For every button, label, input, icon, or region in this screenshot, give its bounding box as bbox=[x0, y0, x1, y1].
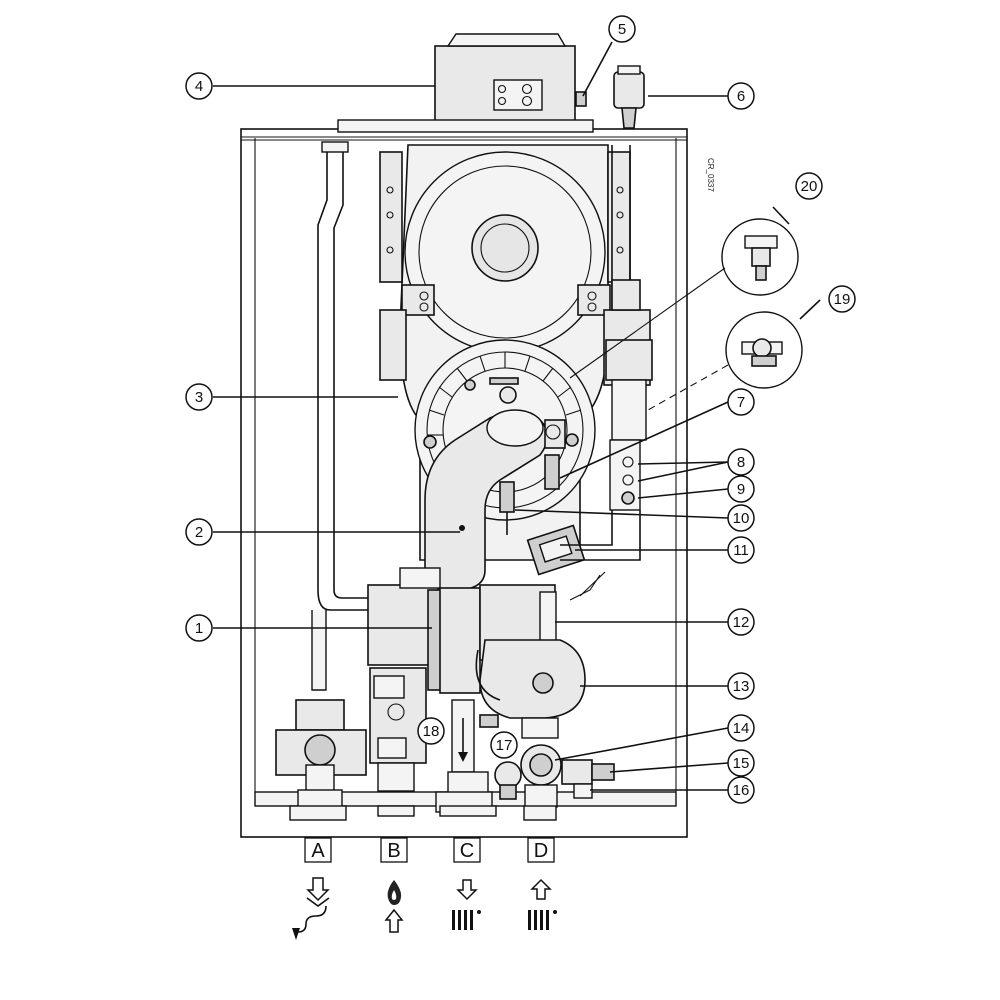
callout-8: 8 bbox=[727, 448, 755, 476]
gas-flame-icon bbox=[384, 880, 404, 933]
pressure-switch bbox=[575, 91, 587, 107]
svg-text:20: 20 bbox=[801, 178, 818, 195]
drain-icon bbox=[292, 877, 330, 940]
svg-text:12: 12 bbox=[733, 614, 750, 631]
svg-text:5: 5 bbox=[618, 21, 626, 38]
heating-flow-icon bbox=[452, 879, 481, 930]
svg-text:B: B bbox=[387, 840, 400, 862]
callout-2: 2 bbox=[185, 518, 213, 546]
callout-18: 18 bbox=[417, 717, 445, 745]
callout-14: 14 bbox=[727, 714, 755, 742]
callout-6: 6 bbox=[727, 82, 755, 110]
callout-5: 5 bbox=[608, 15, 636, 43]
callout-4: 4 bbox=[185, 72, 213, 100]
heating-return-icon bbox=[528, 878, 557, 930]
svg-text:14: 14 bbox=[733, 720, 750, 737]
svg-text:13: 13 bbox=[733, 678, 750, 695]
svg-text:16: 16 bbox=[733, 782, 750, 799]
svg-text:8: 8 bbox=[737, 454, 745, 471]
callout-3: 3 bbox=[185, 383, 213, 411]
right-flow-pipe bbox=[560, 145, 653, 601]
callout-20: 20 bbox=[795, 172, 823, 200]
callout-16: 16 bbox=[727, 776, 755, 804]
connection-B: B bbox=[380, 837, 408, 863]
callout-11: 11 bbox=[727, 536, 755, 564]
svg-text:1: 1 bbox=[195, 620, 203, 637]
svg-text:A: A bbox=[311, 840, 325, 862]
callout-9: 9 bbox=[727, 475, 755, 503]
automatic-air-vent bbox=[613, 65, 645, 129]
svg-text:18: 18 bbox=[423, 723, 440, 740]
ignition-electrodes bbox=[499, 419, 566, 535]
drawing-code: CR_0337 bbox=[706, 158, 715, 192]
siphon-elbow bbox=[424, 409, 549, 591]
callout-1: 1 bbox=[185, 614, 213, 642]
leader-lines bbox=[213, 41, 821, 791]
callout-17: 17 bbox=[490, 731, 518, 759]
detail-inset-20 bbox=[569, 218, 799, 379]
svg-text:C: C bbox=[460, 840, 474, 862]
callouts: 4 5 6 20 19 3 7 8 9 10 2 11 1 12 13 18 1… bbox=[185, 15, 856, 804]
callout-15: 15 bbox=[727, 749, 755, 777]
svg-text:9: 9 bbox=[737, 481, 745, 498]
callout-10: 10 bbox=[727, 504, 755, 532]
ignition-transformer bbox=[526, 524, 586, 576]
callout-19: 19 bbox=[828, 285, 856, 313]
svg-text:15: 15 bbox=[733, 755, 750, 772]
svg-text:6: 6 bbox=[737, 88, 745, 105]
callout-12: 12 bbox=[727, 608, 755, 636]
svg-text:11: 11 bbox=[733, 542, 749, 559]
svg-text:3: 3 bbox=[195, 389, 203, 406]
svg-text:7: 7 bbox=[737, 394, 745, 411]
connection-C: C bbox=[453, 837, 481, 863]
svg-text:17: 17 bbox=[496, 737, 513, 754]
detail-inset-19 bbox=[647, 311, 803, 411]
callout-7: 7 bbox=[727, 388, 755, 416]
connection-labels: A B C D bbox=[304, 837, 555, 863]
svg-text:D: D bbox=[534, 840, 548, 862]
connection-A: A bbox=[304, 837, 332, 863]
callout-13: 13 bbox=[727, 672, 755, 700]
fan-housing bbox=[337, 33, 594, 133]
svg-text:4: 4 bbox=[195, 78, 203, 95]
svg-text:2: 2 bbox=[195, 524, 203, 541]
connection-D: D bbox=[527, 837, 555, 863]
svg-text:19: 19 bbox=[834, 291, 851, 308]
svg-text:10: 10 bbox=[733, 510, 750, 527]
left-pipe bbox=[317, 141, 349, 590]
lower-assembly bbox=[275, 567, 615, 821]
